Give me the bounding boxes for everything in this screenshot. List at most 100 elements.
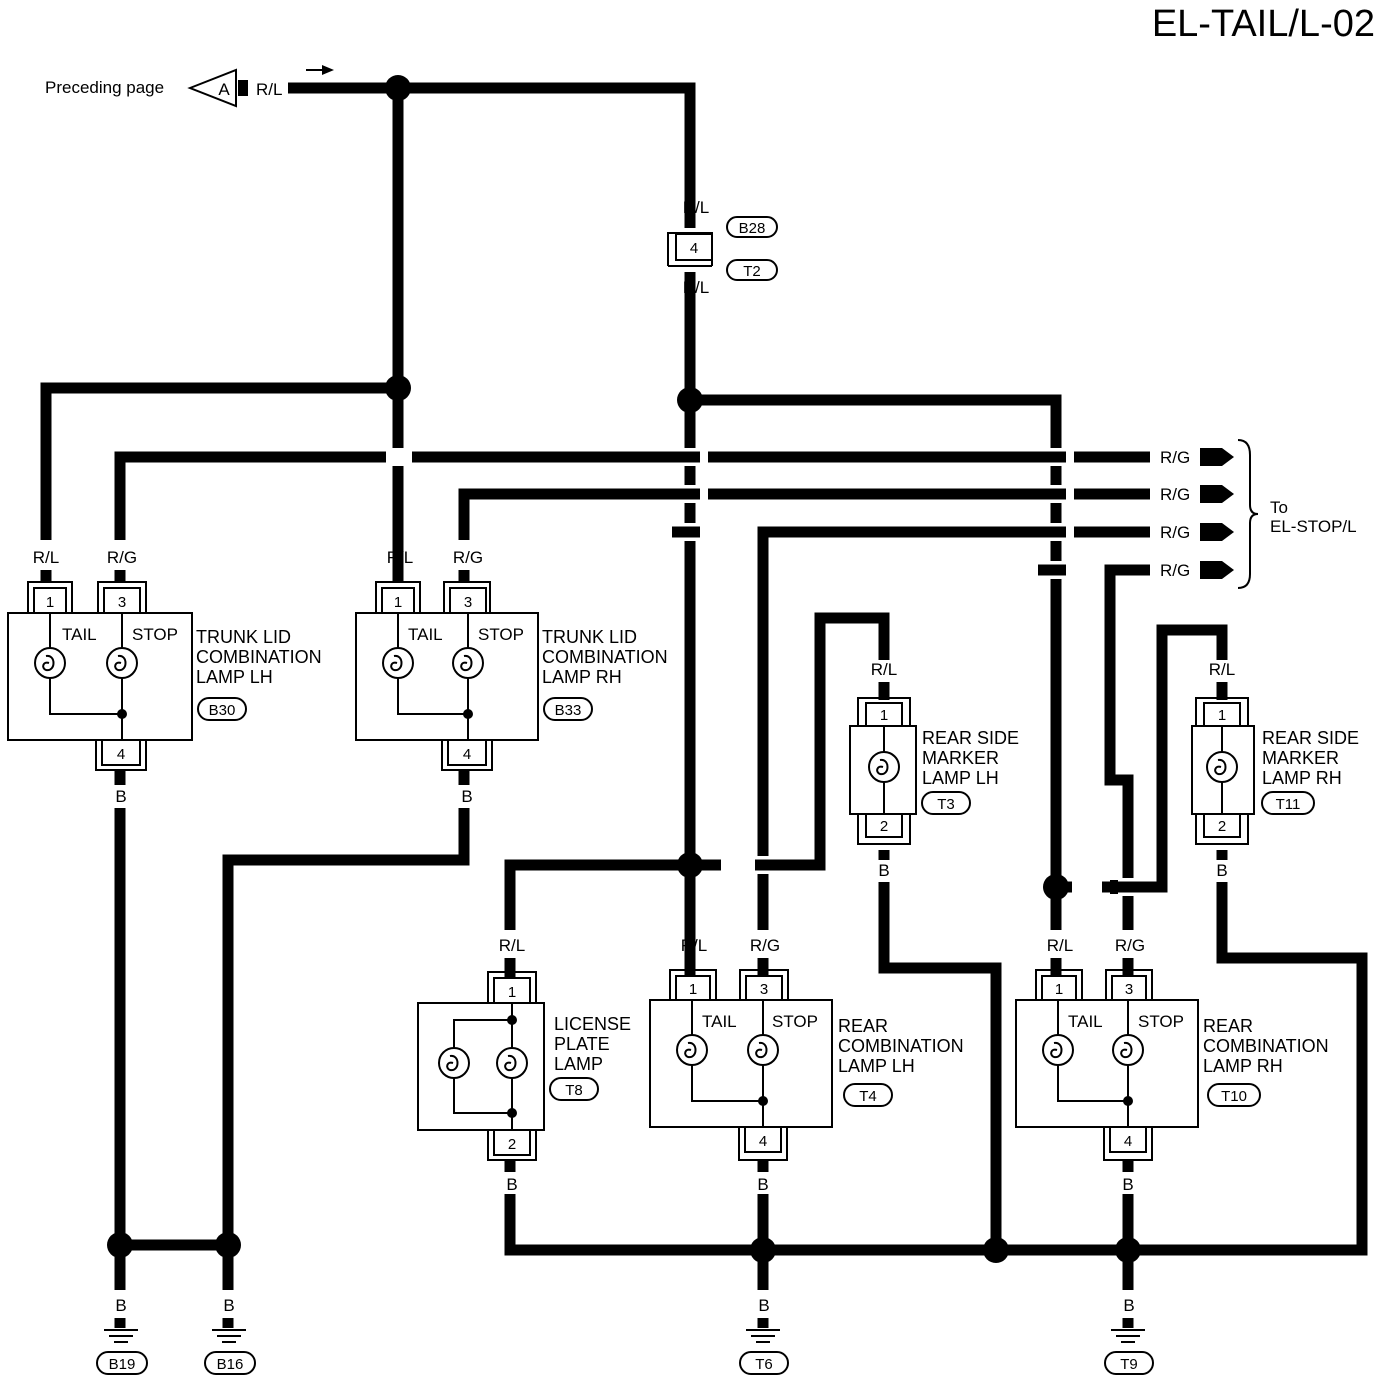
wire-label: B bbox=[115, 787, 126, 806]
svg-text:REAR: REAR bbox=[838, 1016, 888, 1036]
page-title: EL-TAIL/L-02 bbox=[1152, 3, 1375, 45]
svg-text:2: 2 bbox=[1218, 818, 1226, 835]
wire-label: R/G bbox=[1115, 936, 1145, 955]
wire-label: R/L bbox=[1047, 936, 1073, 955]
ground-connector-label: T6 bbox=[755, 1356, 773, 1373]
svg-text:3: 3 bbox=[760, 981, 768, 998]
harness-connector: R/L 4 B28 T2 R/L bbox=[667, 198, 778, 297]
connector-b28: B28 bbox=[739, 220, 766, 237]
svg-text:LAMP LH: LAMP LH bbox=[922, 768, 999, 788]
wire-label: R/G bbox=[1160, 523, 1190, 542]
wire-label: R/G bbox=[750, 936, 780, 955]
wire-label: B bbox=[1122, 1175, 1133, 1194]
arrow-icon bbox=[1200, 561, 1234, 579]
svg-text:LICENSE: LICENSE bbox=[554, 1014, 631, 1034]
svg-text:1: 1 bbox=[1055, 981, 1063, 998]
trunk-lid-combination-lamp-lh: R/L R/G 1 3 TAIL STOP 4 B TRUNK LID COMB… bbox=[7, 548, 322, 806]
svg-text:TRUNK LID: TRUNK LID bbox=[542, 627, 637, 647]
off-page-connector-label: A bbox=[218, 80, 230, 99]
wire-label: B bbox=[461, 787, 472, 806]
svg-text:REAR SIDE: REAR SIDE bbox=[922, 728, 1019, 748]
wire-label: B bbox=[1123, 1296, 1134, 1315]
svg-text:MARKER: MARKER bbox=[1262, 748, 1339, 768]
trunk-lid-combination-lamp-rh: R/L R/G 1 3 TAIL STOP 4 B TRUNK LID COMB… bbox=[355, 548, 668, 806]
off-page-connector-icon bbox=[187, 68, 237, 108]
preceding-page-ref: Preceding page A R/L bbox=[45, 65, 334, 108]
ground-icon bbox=[212, 1329, 246, 1343]
to-stop-arrows: R/G R/G R/G R/G To EL-STOP/L bbox=[1160, 439, 1357, 589]
to-ref-line1: To bbox=[1270, 498, 1288, 517]
wire-label: R/L bbox=[499, 936, 525, 955]
splice-dot bbox=[215, 1232, 241, 1258]
svg-text:STOP: STOP bbox=[478, 625, 524, 644]
svg-text:3: 3 bbox=[1125, 981, 1133, 998]
current-flow-arrow-icon bbox=[322, 65, 334, 75]
wire-label: B bbox=[1216, 861, 1227, 880]
svg-text:STOP: STOP bbox=[132, 625, 178, 644]
wire-label: R/L bbox=[871, 660, 897, 679]
svg-text:LAMP LH: LAMP LH bbox=[196, 667, 273, 687]
svg-text:STOP: STOP bbox=[1138, 1012, 1184, 1031]
svg-text:LAMP LH: LAMP LH bbox=[838, 1056, 915, 1076]
wire-label: R/L bbox=[33, 548, 59, 567]
wire-label: R/G bbox=[1160, 561, 1190, 580]
splice-dot bbox=[1115, 1237, 1141, 1263]
svg-text:1: 1 bbox=[1218, 707, 1226, 724]
svg-text:2: 2 bbox=[508, 1136, 516, 1153]
svg-text:1: 1 bbox=[880, 707, 888, 724]
rear-side-marker-lamp-rh: R/L 1 2 B REAR SIDE MARKER LAMP RH T11 bbox=[1191, 660, 1359, 880]
connector-t2: T2 bbox=[743, 263, 761, 280]
rear-side-marker-lamp-lh: R/L 1 2 B REAR SIDE MARKER LAMP LH T3 bbox=[849, 660, 1019, 880]
svg-text:3: 3 bbox=[464, 594, 472, 611]
splice-points bbox=[107, 75, 1141, 1263]
svg-text:LAMP: LAMP bbox=[554, 1054, 603, 1074]
svg-text:2: 2 bbox=[880, 818, 888, 835]
svg-text:1: 1 bbox=[508, 984, 516, 1001]
svg-text:LAMP RH: LAMP RH bbox=[542, 667, 622, 687]
svg-text:1: 1 bbox=[394, 594, 402, 611]
svg-text:TRUNK LID: TRUNK LID bbox=[196, 627, 291, 647]
wire-label: R/G bbox=[453, 548, 483, 567]
ground-icon bbox=[104, 1329, 138, 1343]
rear-combination-lamp-rh: R/L R/G 1 3 TAIL STOP 4 B REAR COMBINATI… bbox=[1015, 936, 1329, 1194]
svg-text:LAMP RH: LAMP RH bbox=[1203, 1056, 1283, 1076]
splice-dot bbox=[983, 1237, 1009, 1263]
svg-text:REAR SIDE: REAR SIDE bbox=[1262, 728, 1359, 748]
splice-dot bbox=[385, 375, 411, 401]
wire-label: B bbox=[223, 1296, 234, 1315]
wire-label: B bbox=[506, 1175, 517, 1194]
svg-text:COMBINATION: COMBINATION bbox=[542, 647, 668, 667]
svg-text:1: 1 bbox=[689, 981, 697, 998]
svg-text:TAIL: TAIL bbox=[1068, 1012, 1103, 1031]
ground-t6: B T6 bbox=[739, 1296, 789, 1375]
ground-connector-label: T9 bbox=[1120, 1356, 1138, 1373]
svg-text:TAIL: TAIL bbox=[408, 625, 443, 644]
arrow-icon bbox=[1200, 485, 1234, 503]
svg-text:COMBINATION: COMBINATION bbox=[838, 1036, 964, 1056]
preceding-page-text: Preceding page bbox=[45, 78, 164, 97]
splice-dot bbox=[107, 1232, 133, 1258]
wire-label: R/G bbox=[107, 548, 137, 567]
svg-text:4: 4 bbox=[463, 746, 471, 763]
svg-text:4: 4 bbox=[1124, 1133, 1132, 1150]
arrow-icon bbox=[1200, 523, 1234, 541]
wire-label: R/L bbox=[1209, 660, 1235, 679]
splice-dot bbox=[750, 1237, 776, 1263]
connector-t8: T8 bbox=[565, 1082, 583, 1099]
svg-text:LAMP RH: LAMP RH bbox=[1262, 768, 1342, 788]
brace-icon bbox=[1237, 439, 1259, 589]
connector-t10: T10 bbox=[1221, 1088, 1247, 1105]
svg-text:TAIL: TAIL bbox=[702, 1012, 737, 1031]
connector-b33: B33 bbox=[555, 702, 582, 719]
rear-combination-lamp-lh: R/L R/G 1 3 TAIL STOP 4 B REAR COMBINATI… bbox=[649, 936, 964, 1194]
ground-b19: B B19 bbox=[96, 1296, 148, 1375]
splice-dot bbox=[677, 387, 703, 413]
splice-dot bbox=[677, 852, 703, 878]
wire-label: R/L bbox=[387, 548, 413, 567]
svg-text:PLATE: PLATE bbox=[554, 1034, 610, 1054]
svg-text:3: 3 bbox=[118, 594, 126, 611]
svg-text:1: 1 bbox=[46, 594, 54, 611]
svg-text:COMBINATION: COMBINATION bbox=[1203, 1036, 1329, 1056]
svg-text:4: 4 bbox=[759, 1133, 767, 1150]
svg-text:STOP: STOP bbox=[772, 1012, 818, 1031]
